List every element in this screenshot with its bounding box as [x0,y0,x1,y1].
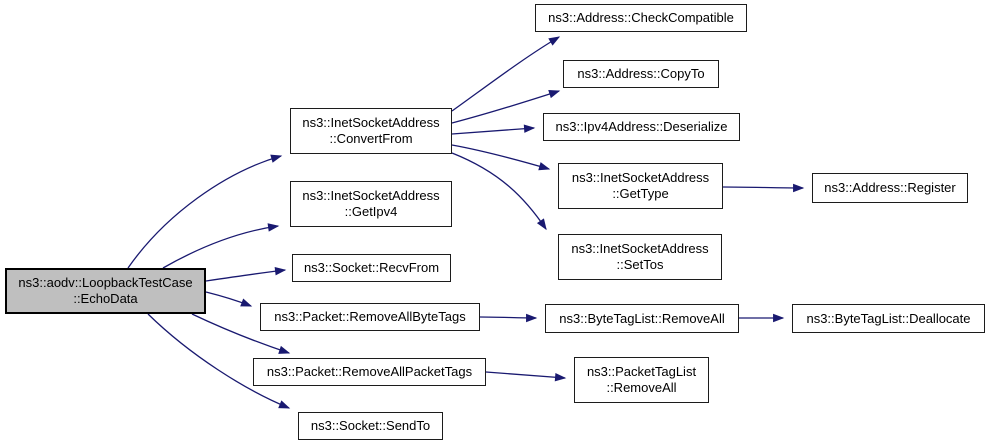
node-label: ns3::Address::Register [824,180,956,195]
node-echodata[interactable]: ns3::aodv::LoopbackTestCase ::EchoData [5,268,206,314]
node-register[interactable]: ns3::Address::Register [812,173,968,203]
node-sendto[interactable]: ns3::Socket::SendTo [298,412,443,440]
node-label: ns3::ByteTagList::Deallocate [806,310,971,326]
node-label: ns3::ByteTagList::RemoveAll [559,310,725,326]
node-removeallbytetags[interactable]: ns3::Packet::RemoveAllByteTags [260,303,480,331]
node-label: ns3::Packet::RemoveAllPacketTags [266,364,473,379]
node-label: ns3::Socket::SendTo [310,418,431,433]
node-label: ns3::InetSocketAddress ::GetIpv4 [302,188,440,219]
edge-echodata-convertfrom [127,154,283,269]
edge-convertfrom-gettype [451,144,551,171]
node-label: ns3::Address::CheckCompatible [548,10,734,25]
node-settos[interactable]: ns3::InetSocketAddress ::SetTos [558,234,722,280]
node-label: ns3::Socket::RecvFrom [303,260,440,275]
edge-convertfrom-deserialize [451,124,536,135]
node-getipv4[interactable]: ns3::InetSocketAddress ::GetIpv4 [290,181,452,227]
node-bytetaglist-removeall[interactable]: ns3::ByteTagList::RemoveAll [545,304,739,333]
node-checkcompatible[interactable]: ns3::Address::CheckCompatible [535,4,747,32]
node-label: ns3::Address::CopyTo [577,66,705,81]
node-label: ns3::Packet::RemoveAllByteTags [274,309,466,324]
edge-convertfrom-settos [451,152,547,231]
edge-removeallpackettags-packettaglist [485,371,567,382]
edge-convertfrom-checkcompatible [451,36,561,112]
node-label: ns3::Ipv4Address::Deserialize [555,119,728,134]
edge-echodata-getipv4 [162,223,280,269]
node-deserialize[interactable]: ns3::Ipv4Address::Deserialize [543,113,740,141]
node-copyto[interactable]: ns3::Address::CopyTo [563,60,719,88]
node-gettype[interactable]: ns3::InetSocketAddress ::GetType [558,163,723,209]
edge-echodata-recvfrom [205,267,287,282]
node-packettaglist-removeall[interactable]: ns3::PacketTagList ::RemoveAll [574,357,709,403]
node-recvfrom[interactable]: ns3::Socket::RecvFrom [292,254,451,282]
edge-gettype-register [722,183,805,193]
node-label: ns3::InetSocketAddress ::ConvertFrom [302,115,440,146]
edge-echodata-removeallbytetags [205,291,253,307]
node-label: ns3::InetSocketAddress ::SetTos [571,241,709,272]
node-convertfrom[interactable]: ns3::InetSocketAddress ::ConvertFrom [290,108,452,154]
node-removeallpackettags[interactable]: ns3::Packet::RemoveAllPacketTags [253,358,486,386]
node-label: ns3::InetSocketAddress ::GetType [571,170,710,201]
node-deallocate[interactable]: ns3::ByteTagList::Deallocate [792,304,985,333]
edge-removeallbytetags-bytetaglist [479,313,538,323]
node-label: ns3::PacketTagList ::RemoveAll [586,364,697,395]
node-label: ns3::aodv::LoopbackTestCase ::EchoData [18,275,193,306]
